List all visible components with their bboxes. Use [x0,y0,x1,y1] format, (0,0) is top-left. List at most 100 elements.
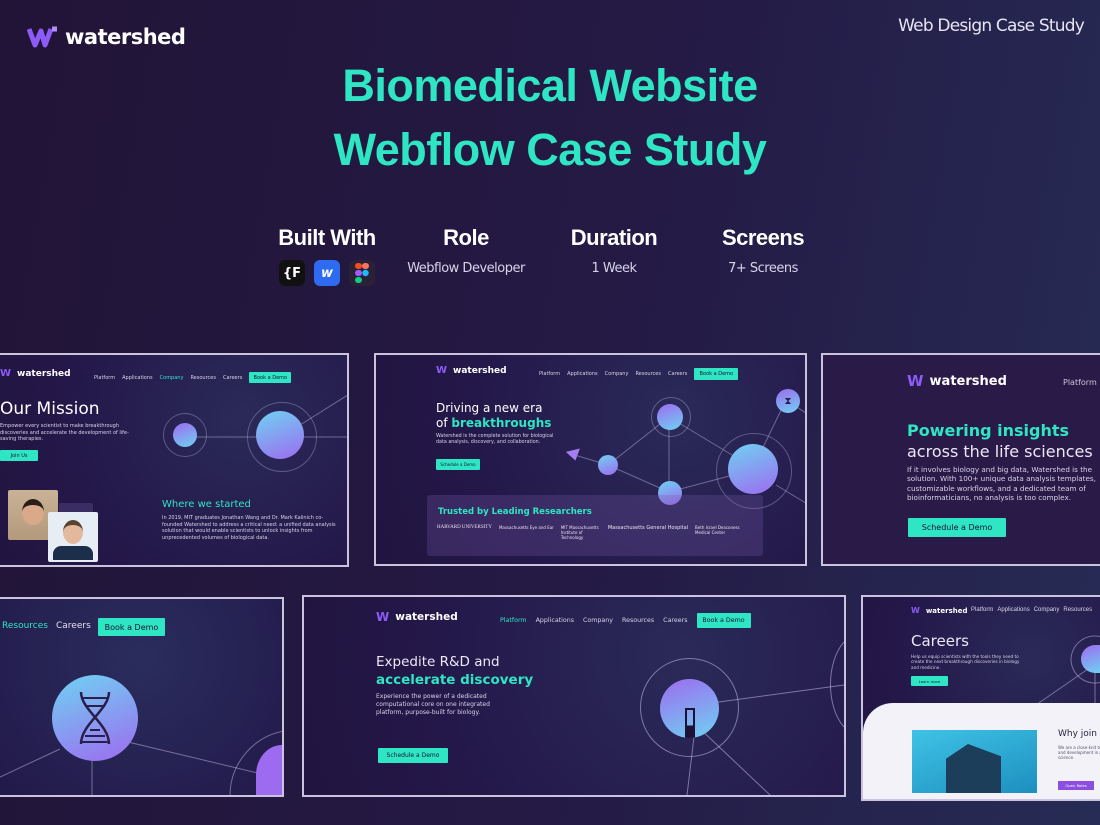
stat-role: Role Webflow Developer [396,225,536,276]
careers-text: Help us equip scientists with the tools … [911,654,1020,670]
insights-line-1: Powering insights [907,421,1070,440]
watershed-logo-icon [27,26,57,48]
logo-harvard: HARVARD UNIVERSITY [437,525,492,530]
screen-logo-text: watershed [929,373,1007,389]
join-us-button[interactable]: Join Us [0,450,38,461]
learn-more-button[interactable]: Learn more [911,676,948,686]
nav-platform[interactable]: Platform [971,607,994,613]
logo-bidmc: Beth Israel Deaconess Medical Center [695,525,740,535]
test-tube-node-icon [660,679,719,738]
where-we-started-text: In 2019, MIT graduates Jonathan Wang and… [162,515,336,541]
screen-logo-text: watershed [453,365,507,376]
nav-careers[interactable]: Careers [56,621,91,631]
schedule-demo-button[interactable]: Schedule a Demo [908,518,1006,537]
stat-built-with: Built With {F w [257,225,397,286]
nav-company[interactable]: Company [159,374,184,381]
node-circle [1081,645,1100,673]
nav-applications[interactable]: Applications [535,617,575,624]
stat-label: Role [443,225,489,250]
node-ring [716,433,792,509]
nav-platform[interactable]: Platform [94,374,116,381]
screen-nav: Platform Applications Company Resources Care… [94,372,292,383]
figma-tool-icon [349,260,375,286]
hero-line-1: Driving a new era [436,401,543,415]
stat-duration: Duration 1 Week [544,225,684,276]
logo-mass-eye-ear: Massachusetts Eye and Ear [498,525,554,530]
schedule-demo-button[interactable]: Schedule a Demo [378,748,448,763]
platform-line-2: accelerate discovery [376,672,534,688]
screen-resources: Resources Careers Book a Demo [0,597,284,797]
book-demo-button[interactable]: Book a Demo [98,618,165,636]
open-roles-button[interactable]: Open Roles [1058,781,1094,790]
nav-platform[interactable]: Platform [539,371,561,377]
nav-applications[interactable]: Applications [122,374,153,381]
case-study-tag: Web Design Case Study [898,16,1085,36]
nav-applications[interactable]: Applications [567,371,598,377]
screen-logo-text: watershed [395,611,458,623]
page-title-line-1: Biomedical Website [342,60,758,111]
node-ring [651,397,691,437]
network-lines [1032,635,1100,707]
screen-logo-text: watershed [17,368,71,379]
node-circle [173,423,197,447]
logo-mgh: Massachusetts General Hospital [607,525,689,531]
nav-company[interactable]: Company [583,617,613,624]
stat-screens: Screens 7+ Screens [693,225,833,276]
why-join-text: We are a close-knit team committed to dr… [1058,745,1100,761]
nav-resources[interactable]: Resources [622,617,655,624]
founder-photo-2 [48,512,98,562]
nav-careers[interactable]: Careers [667,371,688,377]
careers-title: Careers [911,632,969,650]
nav-careers[interactable]: Careers [222,374,243,381]
book-demo-button[interactable]: Book a Demo [696,613,751,628]
node-circle [728,444,778,494]
screen-nav: Platform Applications Company Resources Care… [539,368,739,380]
trusted-heading: Trusted by Leading Researchers [438,507,592,517]
screen-nav: Platform Applications Company Resources Care… [500,613,751,628]
book-demo-button[interactable]: Book a Demo [694,368,739,380]
fontawesome-tool-icon: {F [279,260,305,286]
nav-applications[interactable]: Applications [997,607,1030,613]
node-ring [247,402,317,472]
nav-resources[interactable]: Resources [2,621,48,631]
nav-resources[interactable]: Resources [190,374,216,381]
node-ring [640,658,739,757]
dna-node-icon [52,675,138,761]
nav-platform[interactable]: Platform [500,617,527,624]
insights-text: If it involves biology and big data, Wat… [907,465,1096,503]
brand-name: watershed [65,25,186,49]
logo-mit: MIT Massachusetts Institute of Technolog… [560,525,599,540]
where-we-started-heading: Where we started [162,499,251,510]
stat-label: Screens [721,225,805,250]
stat-label: Duration [570,225,658,250]
insights-line-2: across the life sciences [907,442,1093,461]
nav-company[interactable]: Company [604,371,629,377]
nav-resources[interactable]: Resources [1063,607,1093,613]
mission-text: Empower every scientist to make breakthr… [0,423,129,442]
schedule-demo-button[interactable]: Schedule a Demo [436,459,480,470]
nav-resources[interactable]: Resources [635,371,661,377]
webflow-tool-icon: w [314,260,340,286]
stat-value: 1 Week [591,261,637,276]
hero-text: Watershed is the complete solution for b… [436,434,554,446]
brand-logo[interactable]: watershed [27,25,186,49]
dna-node-icon: ⧗ [776,389,800,413]
nav-platform[interactable]: Platform [1063,378,1097,387]
mission-title: Our Mission [0,399,100,419]
building-photo [912,730,1037,793]
nav-careers[interactable]: Careers [663,617,688,624]
stat-value: Webflow Developer [407,261,525,276]
nav-company[interactable]: Company [1033,607,1060,613]
hero-line-2-prefix: of [436,416,452,430]
book-demo-button[interactable]: Book a Demo [249,372,292,383]
